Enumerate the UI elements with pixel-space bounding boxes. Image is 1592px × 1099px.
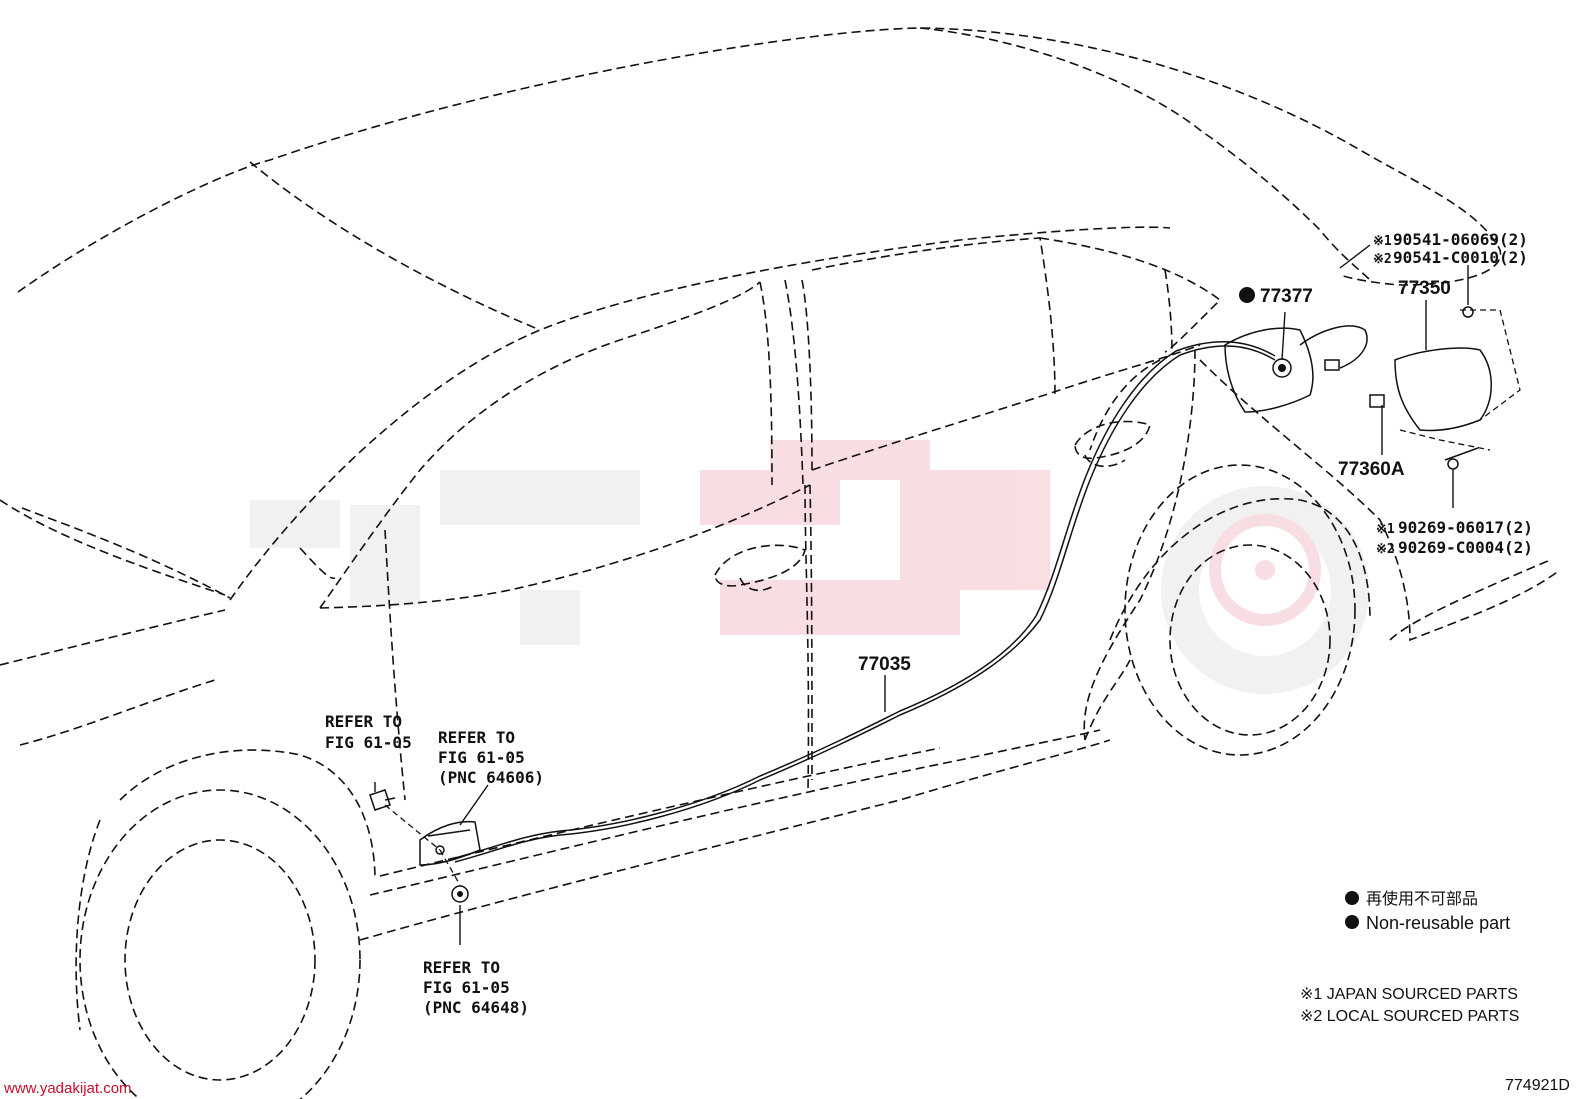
label-77350: 77350 [1398, 278, 1451, 299]
refer-c-line2: FIG 61-05 [423, 978, 510, 997]
watermark-url: www.yadakijat.com [3, 1080, 132, 1097]
legend-en-text: Non-reusable part [1366, 913, 1510, 933]
leader-lines [374, 244, 1469, 945]
bolt-top-2-number: 90541-C0010(2) [1393, 248, 1528, 267]
legend: 再使用不可部品 Non-reusable part ※1 JAPAN SOURC… [1300, 890, 1519, 1025]
bolt-top-2-mark: ※2 [1373, 252, 1392, 267]
label-77360a: 77360A [1338, 459, 1405, 480]
screw-1-number: 90269-06017(2) [1398, 518, 1533, 537]
refer-c-line3: (PNC 64648) [423, 998, 529, 1017]
refer-b-line1: REFER TO [438, 728, 515, 747]
bolt-top-1-number: 90541-06069(2) [1393, 230, 1528, 249]
legend-bullet-en [1345, 915, 1359, 929]
legend-jp-text: 再使用不可部品 [1366, 890, 1478, 908]
diagram-id: 774921D [1505, 1077, 1570, 1094]
fuel-opener-cable [454, 340, 1276, 863]
screw-2-number: 90269-C0004(2) [1398, 538, 1533, 557]
part-labels: 77377 77350 77360A 77035 ※1 90541-06069(… [858, 230, 1533, 675]
fuel-lid-77350 [1369, 306, 1521, 470]
legend-source-1: ※1 JAPAN SOURCED PARTS [1300, 986, 1518, 1003]
legend-bullet-jp [1345, 891, 1359, 905]
label-77377: 77377 [1260, 286, 1313, 307]
refer-a-line1: REFER TO [325, 712, 402, 731]
opener-lever [369, 789, 481, 903]
refer-b-line3: (PNC 64606) [438, 768, 544, 787]
refer-to-labels: REFER TO FIG 61-05 REFER TO FIG 61-05 (P… [325, 712, 544, 1017]
screw-2-mark: ※2 [1376, 542, 1395, 557]
refer-b-line2: FIG 61-05 [438, 748, 525, 767]
watermark-logo [250, 440, 1369, 694]
fuel-filler-housing [1224, 325, 1368, 413]
refer-c-line1: REFER TO [423, 958, 500, 977]
bolt-top-1-mark: ※1 [1373, 234, 1392, 249]
car-outline [0, 27, 1561, 1099]
screw-1-mark: ※1 [1376, 522, 1395, 537]
legend-source-2: ※2 LOCAL SOURCED PARTS [1300, 1008, 1519, 1025]
refer-a-line2: FIG 61-05 [325, 733, 412, 752]
non-reusable-marker [1239, 287, 1255, 303]
label-77035: 77035 [858, 654, 911, 675]
